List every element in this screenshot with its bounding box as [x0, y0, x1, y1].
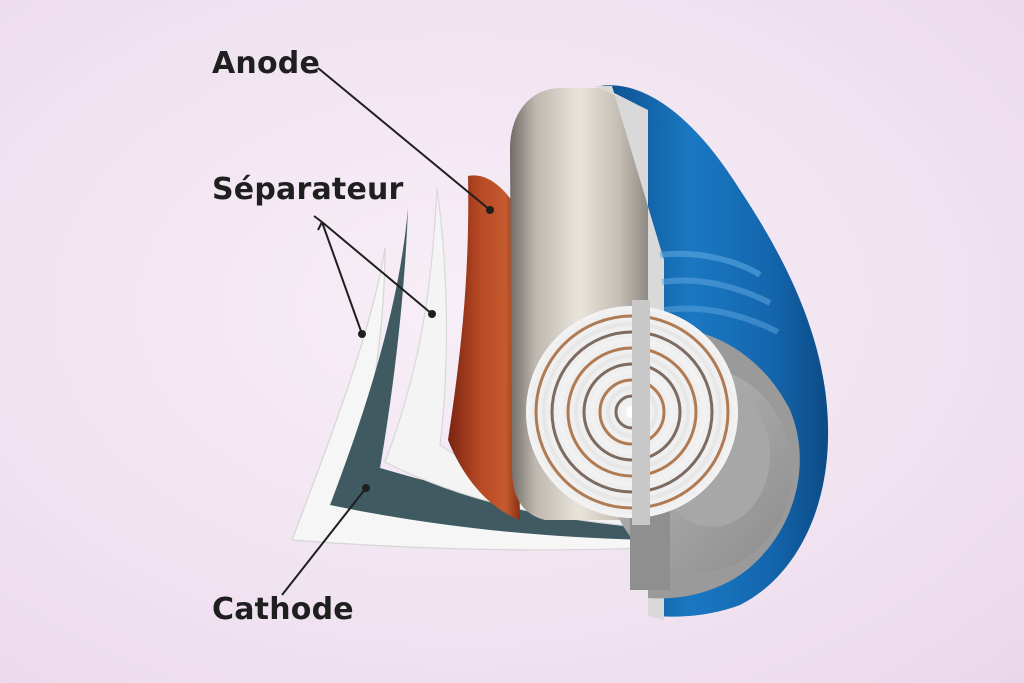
- anode-layer: [448, 175, 520, 520]
- anode-leader: [317, 67, 491, 211]
- leader-dots: [358, 206, 494, 492]
- anode-label: Anode: [212, 46, 321, 81]
- separator-label: Séparateur: [212, 172, 404, 207]
- separator-fork: [313, 215, 323, 231]
- separator-leader-inner: [321, 221, 433, 315]
- separator-leader-outer: [321, 221, 363, 335]
- cathode-leader: [281, 487, 367, 596]
- cathode-layer: [330, 208, 650, 540]
- cathode-label: Cathode: [212, 592, 354, 627]
- leader-lines: [281, 67, 491, 596]
